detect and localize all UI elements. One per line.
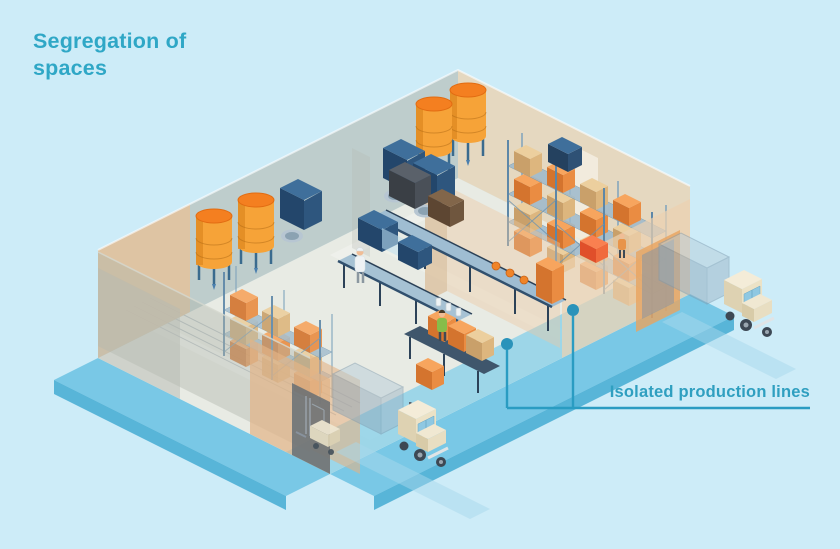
truck-shadow — [336, 442, 490, 519]
truck-trailer — [657, 232, 731, 305]
worker-green-shirt — [437, 309, 447, 341]
process-machine — [428, 189, 464, 227]
red-tote — [580, 235, 608, 263]
jugs-on-belt — [435, 297, 462, 317]
conveyor-line-lower — [337, 210, 473, 342]
partition-tan-right — [447, 186, 560, 348]
dock-left-face — [54, 380, 286, 510]
workers — [354, 233, 626, 341]
table-top — [404, 326, 500, 374]
truck-bottom-dock — [331, 362, 490, 519]
storage-silos-center — [415, 82, 487, 180]
packing-table — [404, 310, 500, 393]
truck-shadow — [662, 312, 796, 379]
title-line-1: Segregation of — [33, 29, 187, 53]
mixer-machine — [280, 179, 322, 243]
products-on-belt — [491, 261, 529, 285]
worker-white-coat — [354, 247, 366, 283]
forklift — [295, 396, 340, 455]
callout — [501, 304, 810, 410]
truck-trailer — [331, 362, 405, 435]
callout-label: Isolated production lines — [609, 383, 810, 401]
truck-right-dock — [657, 232, 796, 379]
roof-edge — [97, 68, 691, 251]
callout-dot-1 — [501, 338, 513, 350]
process-machine — [389, 162, 431, 209]
process-machine — [398, 235, 432, 270]
truck-cab — [398, 400, 449, 467]
worker-vest — [618, 233, 626, 258]
title-line-2: spaces — [33, 56, 108, 80]
silo — [449, 82, 487, 166]
conveyor-belt — [372, 210, 566, 307]
front-right-wall — [562, 199, 690, 358]
page-title: Segregation of spaces — [33, 28, 186, 82]
storage-silos-left — [195, 192, 275, 290]
utility-machine — [548, 137, 582, 172]
floor-slab — [98, 178, 690, 474]
truck-cab — [724, 270, 775, 337]
dock-left-top — [54, 358, 330, 496]
dock-right-face — [374, 316, 734, 510]
callout-dot-2 — [567, 304, 579, 316]
silo — [237, 192, 275, 274]
front-left-wall — [98, 268, 180, 399]
silo — [195, 208, 233, 290]
